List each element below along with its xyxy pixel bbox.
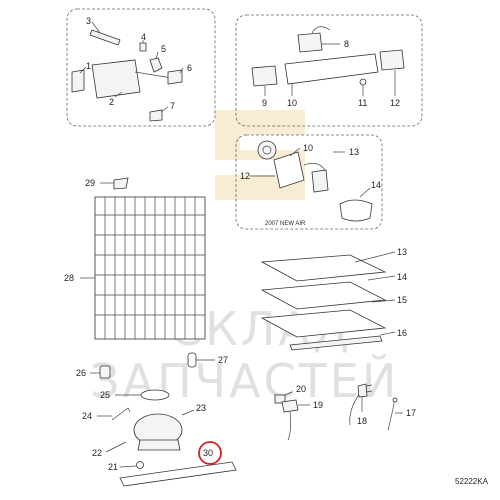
condenser-grid	[94, 196, 206, 340]
part-11-top-shape	[359, 78, 367, 86]
part-12-top-shape	[379, 49, 405, 71]
group-compressor: 27 26 25 24 23 22 21 30	[76, 352, 237, 487]
label-23: 23	[196, 403, 206, 413]
label-8: 8	[344, 39, 349, 49]
group-new-air-inset: 10 13 12 14 2007 NEW AIR	[235, 134, 383, 230]
part-8-shape	[297, 32, 323, 53]
diagram-code: 52222KA	[455, 477, 489, 486]
part-26-shape	[99, 365, 111, 379]
watermark-line2: ЗАПЧАСТЕЙ	[90, 354, 399, 408]
part-30-shape	[119, 461, 237, 487]
part-16-strip	[289, 335, 383, 351]
label-11-top: 11	[358, 98, 367, 108]
part-18-plug	[357, 383, 368, 398]
label-18: 18	[357, 416, 367, 426]
label-10-inset: 10	[303, 143, 313, 153]
group-frame-right	[235, 14, 423, 127]
part-17-head	[392, 397, 398, 403]
group-shelves: 13 14 15 16	[260, 247, 407, 351]
part-10-inset-shape	[273, 151, 305, 189]
label-13-inset: 13	[349, 147, 359, 157]
label-29: 29	[85, 178, 95, 188]
label-21: 21	[108, 462, 118, 472]
part-3-shape	[89, 29, 121, 46]
part-10-top-shape	[284, 53, 379, 85]
label-4: 4	[141, 32, 146, 42]
part-29-shape	[113, 177, 129, 190]
label-5: 5	[161, 44, 166, 54]
label-12-top: 12	[390, 98, 400, 108]
part-4-shape	[139, 42, 147, 52]
part-7-shape	[149, 109, 163, 122]
part-6-shape	[167, 69, 183, 85]
label-27: 27	[218, 355, 228, 365]
label-17: 17	[406, 408, 416, 418]
part-15-shelf	[260, 281, 387, 310]
label-12-inset: 12	[240, 171, 250, 181]
label-30: 30	[203, 448, 213, 458]
label-20: 20	[296, 384, 306, 394]
label-22: 22	[92, 448, 102, 458]
part-14-inset-shape	[339, 199, 373, 222]
group-door-handle-parts: 3 4 5 1 6 2 7	[66, 8, 216, 127]
label-15: 15	[397, 295, 407, 305]
fan-shape	[257, 140, 277, 160]
compressor-base	[137, 439, 181, 451]
label-25: 25	[100, 390, 110, 400]
part-18-cord	[349, 392, 361, 426]
label-16: 16	[397, 328, 407, 338]
label-28: 28	[64, 273, 74, 283]
group-thermostat-housing: 8 9 10 11 12	[235, 14, 423, 127]
group-frame-left	[66, 8, 216, 127]
part-27-shape	[187, 352, 197, 368]
part-13-shelf	[260, 254, 387, 282]
part-16-shelf	[260, 309, 387, 338]
label-2: 2	[109, 97, 114, 107]
part-9-shape	[251, 65, 278, 87]
label-26: 26	[76, 368, 86, 378]
group-condenser: 29 28	[64, 177, 206, 340]
part-1-shape	[71, 69, 85, 93]
part-25-shape	[140, 389, 170, 401]
inset-caption: 2007 NEW AIR	[265, 221, 306, 227]
label-24: 24	[82, 411, 92, 421]
label-19: 19	[313, 400, 323, 410]
label-14-inset: 14	[371, 180, 381, 190]
part-21-shape	[136, 461, 144, 469]
part-19-shape	[281, 399, 299, 413]
label-14-shelf: 14	[397, 272, 407, 282]
label-1: 1	[86, 61, 91, 71]
label-13-shelf: 13	[397, 247, 407, 257]
highlight-circle-30	[198, 441, 222, 465]
label-10-top: 10	[287, 98, 297, 108]
part-11-inset-shape	[311, 169, 329, 193]
part-5-shape	[149, 57, 163, 73]
part-2-shape	[91, 59, 141, 99]
group-electrical: 20 19 18 17	[274, 383, 416, 441]
label-7: 7	[170, 101, 175, 111]
part-20-shape	[274, 394, 286, 404]
inset-frame	[235, 134, 383, 230]
label-9: 9	[262, 98, 267, 108]
label-3: 3	[86, 16, 91, 26]
label-6: 6	[187, 63, 192, 73]
